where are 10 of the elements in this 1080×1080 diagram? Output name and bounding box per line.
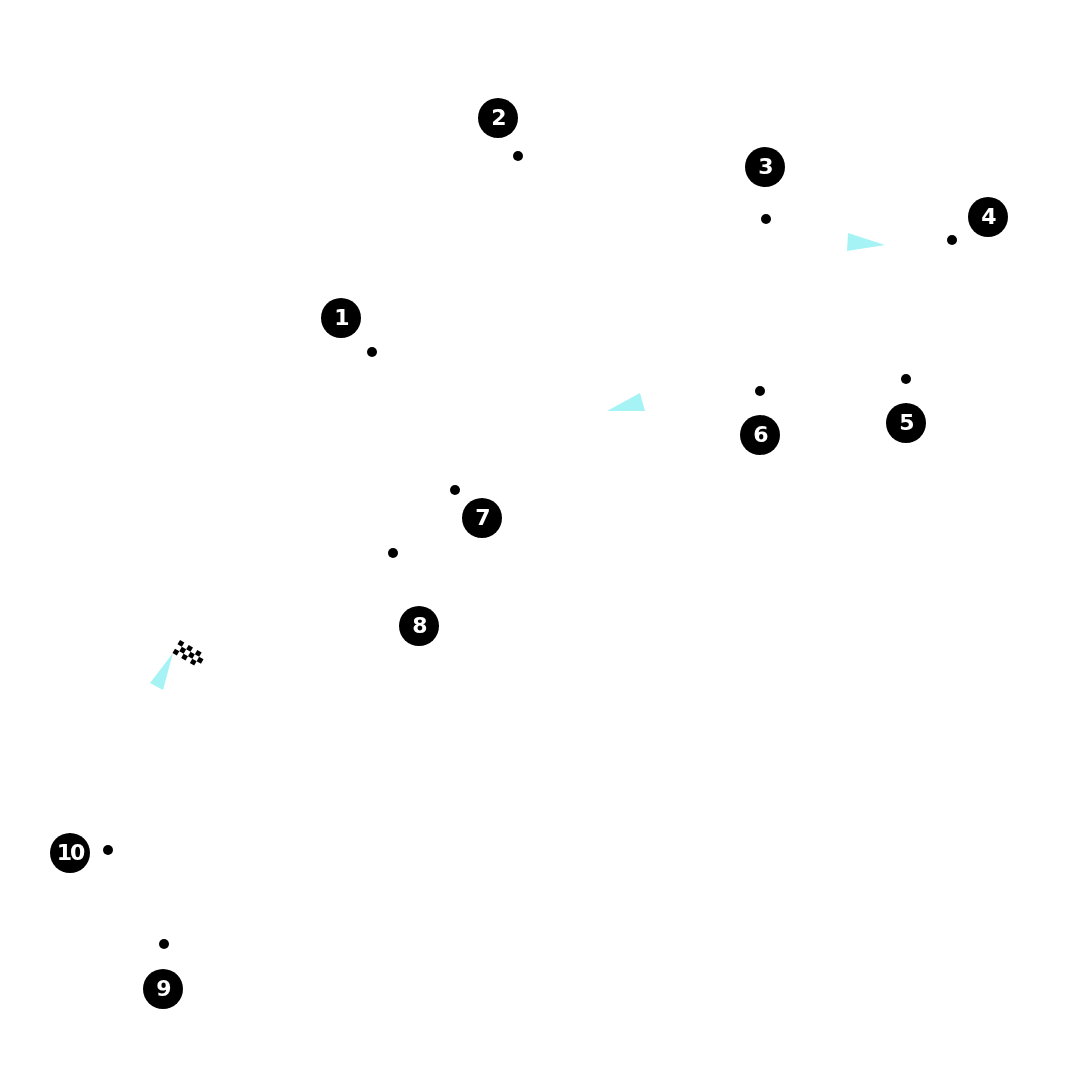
corner-number: 5: [886, 403, 926, 443]
corner-number: 2: [478, 98, 518, 138]
corner-number: 3: [745, 147, 785, 187]
corner-number: 1: [321, 298, 361, 338]
corner-number: 7: [462, 498, 502, 538]
corner-number: 6: [740, 415, 780, 455]
corner-number: 10: [50, 833, 90, 873]
corner-number: 8: [399, 606, 439, 646]
corner-number: 9: [143, 969, 183, 1009]
corner-number: 4: [968, 197, 1008, 237]
